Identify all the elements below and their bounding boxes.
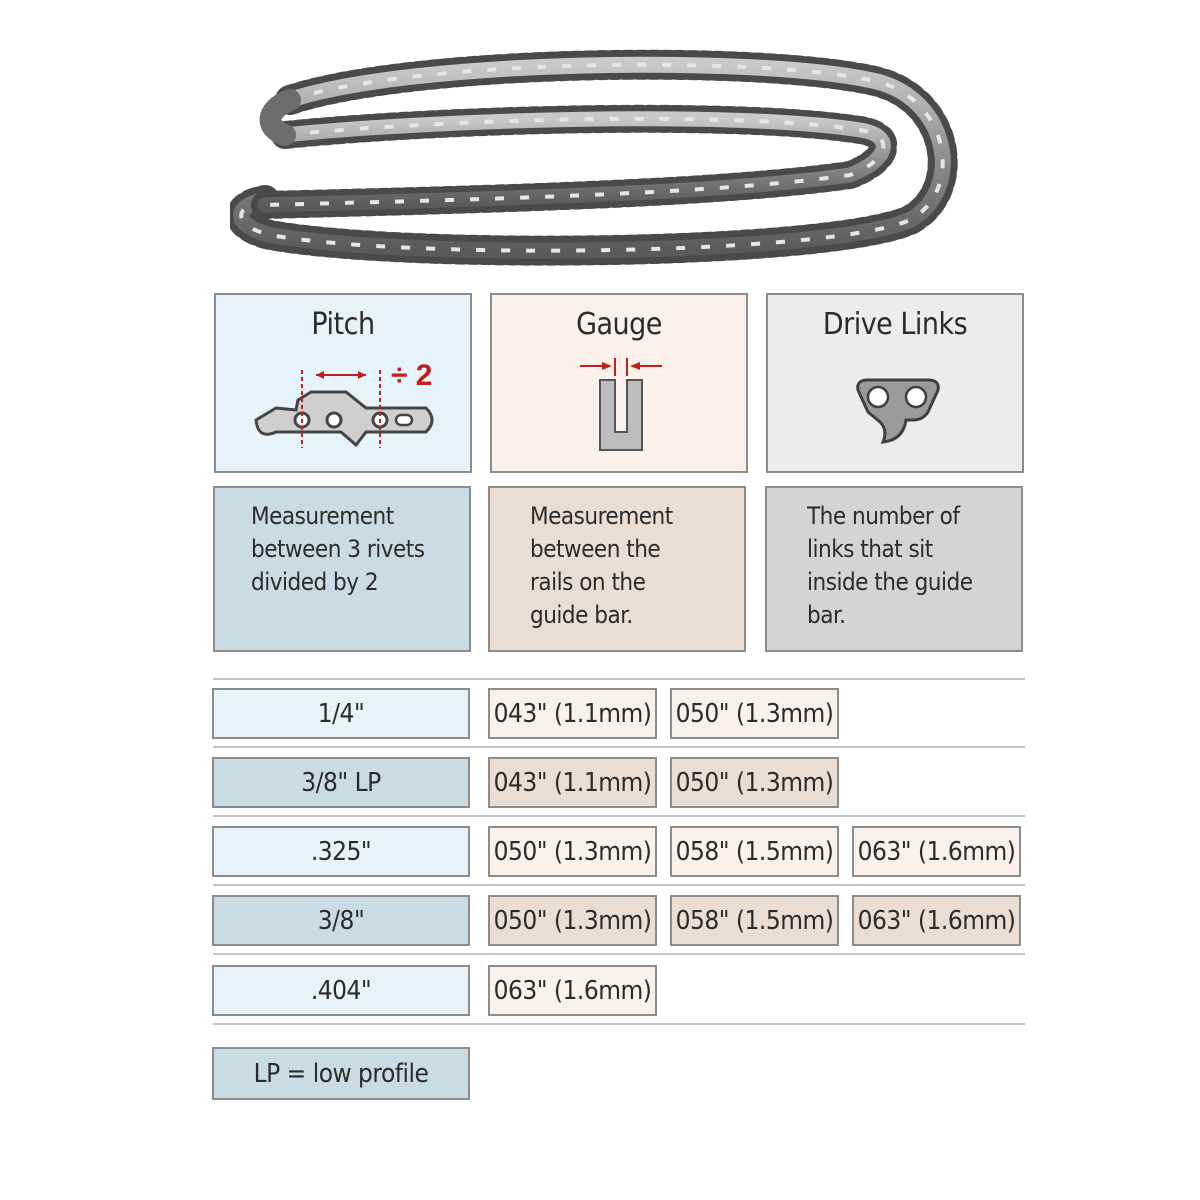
gauge-header: Gauge bbox=[490, 293, 748, 473]
drive-links-description: The number of links that sit inside the … bbox=[765, 486, 1023, 652]
pitch-divide-label: ÷ 2 bbox=[391, 359, 432, 392]
gauge-cell: 063" (1.6mm) bbox=[852, 826, 1021, 877]
gauge-description-line: Measurement bbox=[530, 502, 673, 530]
drive-links-description-line: The number of bbox=[807, 502, 960, 530]
row-divider bbox=[213, 678, 1025, 680]
gauge-description-line: rails on the bbox=[530, 568, 646, 596]
row-divider bbox=[213, 884, 1025, 886]
pitch-description-line: between 3 rivets bbox=[251, 535, 425, 563]
pitch-description-line: Measurement bbox=[251, 502, 394, 530]
row-divider bbox=[213, 815, 1025, 817]
gauge-cell: 050" (1.3mm) bbox=[488, 895, 657, 946]
pitch-cell: .325" bbox=[212, 826, 470, 877]
legend-box: LP = low profile bbox=[212, 1047, 470, 1100]
drive-links-description-line: links that sit bbox=[807, 535, 933, 563]
gauge-cell: 043" (1.1mm) bbox=[488, 757, 657, 808]
gauge-cell: 050" (1.3mm) bbox=[670, 688, 839, 739]
gauge-cell: 050" (1.3mm) bbox=[670, 757, 839, 808]
row-divider bbox=[213, 746, 1025, 748]
drive-link-icon bbox=[856, 378, 940, 444]
row-divider bbox=[213, 953, 1025, 955]
pitch-title: Pitch bbox=[311, 307, 375, 342]
pitch-cell: 1/4" bbox=[212, 688, 470, 739]
gauge-description: Measurement between the rails on the gui… bbox=[488, 486, 746, 652]
drive-links-description-line: inside the guide bbox=[807, 568, 973, 596]
gauge-title: Gauge bbox=[576, 307, 662, 342]
pitch-description-line: divided by 2 bbox=[251, 568, 379, 596]
drive-links-header: Drive Links bbox=[766, 293, 1024, 473]
row-divider bbox=[213, 1023, 1025, 1025]
gauge-cell: 058" (1.5mm) bbox=[670, 895, 839, 946]
pitch-description: Measurement between 3 rivets divided by … bbox=[213, 486, 471, 652]
drive-links-title: Drive Links bbox=[822, 307, 968, 342]
drive-links-description-line: bar. bbox=[807, 601, 846, 629]
gauge-description-line: between the bbox=[530, 535, 661, 563]
pitch-cell: .404" bbox=[212, 965, 470, 1016]
saw-chain-image bbox=[230, 49, 958, 266]
gauge-cell: 058" (1.5mm) bbox=[670, 826, 839, 877]
gauge-diagram-icon bbox=[580, 358, 662, 451]
pitch-cell: 3/8" LP bbox=[212, 757, 470, 808]
pitch-header: Pitch ÷ 2 bbox=[214, 293, 472, 473]
gauge-cell: 063" (1.6mm) bbox=[852, 895, 1021, 946]
pitch-diagram-icon: ÷ 2 bbox=[254, 359, 434, 448]
gauge-description-line: guide bar. bbox=[530, 601, 633, 629]
gauge-cell: 050" (1.3mm) bbox=[488, 826, 657, 877]
gauge-cell: 043" (1.1mm) bbox=[488, 688, 657, 739]
pitch-cell: 3/8" bbox=[212, 895, 470, 946]
gauge-cell: 063" (1.6mm) bbox=[488, 965, 657, 1016]
